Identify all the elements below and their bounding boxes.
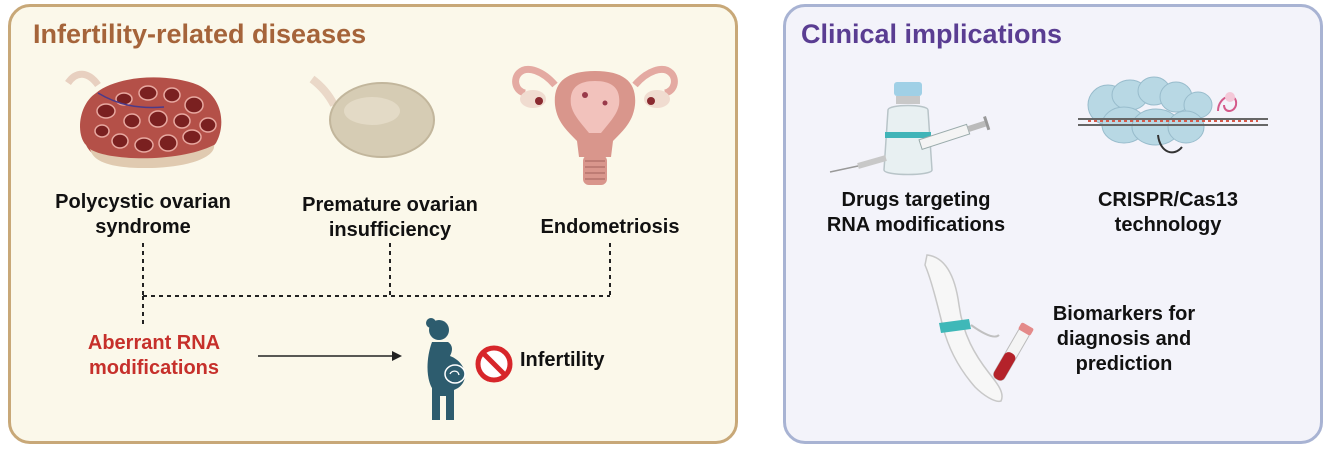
label-line: RNA modifications <box>826 214 1006 236</box>
label-line: Polycystic ovarian <box>55 191 231 213</box>
panel-title: Clinical implications <box>801 19 1063 49</box>
prohibition-icon <box>475 345 513 383</box>
label-line: Endometriosis <box>540 216 680 238</box>
implication-label-biomarkers: Biomarkers for diagnosis and prediction <box>1053 302 1195 377</box>
implication-label-drugs: Drugs targeting RNA modifications <box>827 188 1005 238</box>
panel-title: Infertility-related diseases <box>33 19 367 49</box>
label-line: Aberrant RNA <box>87 332 221 354</box>
pregnant-woman-icon <box>426 318 466 420</box>
crispr-complex-icon <box>1078 76 1268 154</box>
disease-label-poi: Premature ovarian insufficiency <box>302 193 478 243</box>
disease-label-endometriosis: Endometriosis <box>541 215 680 240</box>
label-line: diagnosis and <box>1056 328 1192 350</box>
label-line: insufficiency <box>328 219 452 241</box>
cause-label: Aberrant RNA modifications <box>88 331 220 381</box>
label-line: CRISPR/Cas13 <box>1097 189 1239 211</box>
label-line: technology <box>1114 214 1222 236</box>
arm-blood-draw-icon <box>924 254 1034 403</box>
vial-syringe-icon <box>829 82 991 176</box>
disease-label-pcos: Polycystic ovarian syndrome <box>55 190 231 240</box>
label-line: Premature ovarian <box>302 194 478 216</box>
implication-label-crispr: CRISPR/Cas13 technology <box>1098 188 1238 238</box>
ovary-icon <box>309 75 435 158</box>
label-line: syndrome <box>95 216 191 238</box>
label-line: prediction <box>1075 353 1173 375</box>
label-line: modifications <box>88 357 219 379</box>
label-line: Biomarkers for <box>1052 303 1196 325</box>
label-line: Infertility <box>520 349 605 371</box>
outcome-label: Infertility <box>520 348 604 373</box>
uterus-icon <box>512 66 678 185</box>
polycystic-ovary-icon <box>65 70 222 169</box>
label-line: Drugs targeting <box>841 189 991 211</box>
arrow-head <box>392 351 402 361</box>
clinical-implications-panel: Clinical implications <box>783 4 1323 444</box>
